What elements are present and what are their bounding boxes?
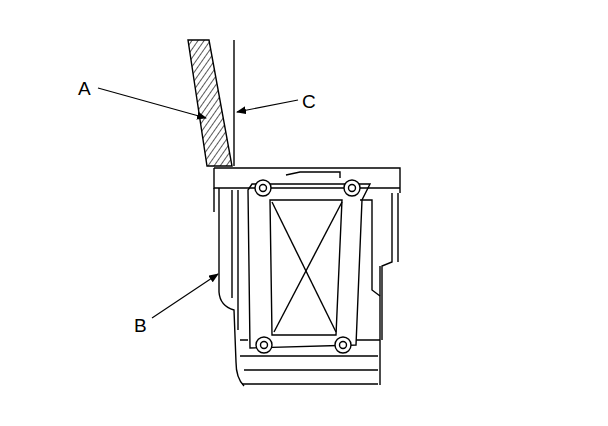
brace-diagonal [272,202,336,332]
leader-line [237,100,298,112]
base-lines [240,340,380,384]
brace-diagonal [274,202,342,332]
leader-line [98,88,206,118]
body-side [380,193,398,385]
side-bracket [360,200,380,296]
callout-letter: A [78,79,91,98]
flange-detail [286,172,340,178]
bolts [255,180,360,353]
reference-line [233,40,234,166]
callout-letter: B [134,316,147,335]
body-outline [214,188,244,386]
leader-lines [98,88,298,318]
brace-frame [270,200,342,335]
leader-line [152,274,218,318]
brace-plate [248,184,370,348]
callout-letter: C [302,92,316,111]
hatched-panel [188,40,232,166]
flange [214,168,400,193]
housing-drawing [188,40,400,386]
body-rib [232,190,238,330]
